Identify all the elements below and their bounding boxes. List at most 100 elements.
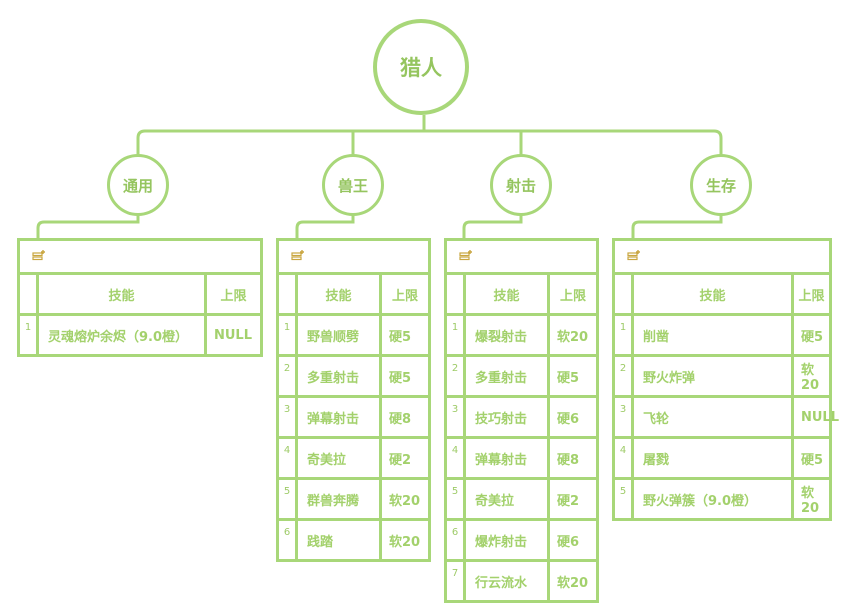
row-index: 2 bbox=[447, 355, 466, 398]
limit-cell: 硬5 bbox=[792, 314, 829, 357]
skill-cell: 技巧射击 bbox=[464, 396, 550, 439]
skill-cell: 爆裂射击 bbox=[464, 314, 550, 357]
limit-cell: 硬5 bbox=[380, 314, 428, 357]
limit-cell: 软20 bbox=[557, 575, 589, 591]
category-node-beast-mastery: 兽王 bbox=[322, 154, 384, 216]
skill-cell: 多重射击 bbox=[464, 355, 550, 398]
table-note-icon bbox=[32, 250, 45, 261]
skill-cell: 飞轮 bbox=[632, 396, 794, 439]
row-index: 3 bbox=[615, 396, 634, 439]
row-index: 5 bbox=[447, 478, 466, 521]
skill-cell: 弹幕射击 bbox=[464, 437, 550, 480]
table-header-row: 技能上限 bbox=[447, 275, 596, 316]
limit-cell: NULL bbox=[792, 396, 839, 439]
skill-cell: 奇美拉 bbox=[464, 478, 550, 521]
skill-cell: 野火炸弹 bbox=[632, 355, 794, 398]
skill-cell: 野兽顺劈 bbox=[296, 314, 382, 357]
table-header-bar bbox=[20, 241, 260, 275]
category-label: 兽王 bbox=[337, 176, 368, 195]
skill-cell: 爆炸射击 bbox=[464, 519, 550, 562]
table-header-bar bbox=[615, 241, 829, 275]
limit-cell: 硬6 bbox=[548, 396, 596, 439]
row-index: 1 bbox=[447, 314, 466, 357]
root-node: 猎人 bbox=[373, 19, 469, 115]
skill-cell: 灵魂熔炉余烬（9.0橙） bbox=[37, 314, 207, 354]
root-label: 猎人 bbox=[400, 56, 442, 80]
skill-cell: 野火弹簇（9.0橙） bbox=[632, 478, 794, 518]
row-index: 7 bbox=[447, 560, 466, 600]
category-label: 射击 bbox=[505, 176, 536, 195]
limit-cell: 软20 bbox=[801, 486, 820, 516]
table-note-icon bbox=[291, 250, 304, 261]
index-header-cell bbox=[279, 275, 298, 316]
skill-header-cell: 技能 bbox=[296, 275, 382, 316]
table-header-bar bbox=[447, 241, 596, 275]
limit-cell: NULL bbox=[214, 327, 253, 343]
limit-cell: 软20 bbox=[792, 355, 829, 398]
table-header-row: 技能上限 bbox=[279, 275, 428, 316]
row-index: 1 bbox=[20, 314, 39, 354]
category-node-survival: 生存 bbox=[690, 154, 752, 216]
skill-cell: 削凿 bbox=[632, 314, 794, 357]
limit-header-cell: 上限 bbox=[548, 275, 596, 316]
limit-cell: 硬5 bbox=[548, 355, 596, 398]
row-index: 6 bbox=[279, 519, 298, 559]
limit-cell: 硬2 bbox=[380, 437, 428, 480]
table-header-row: 技能上限 bbox=[615, 275, 829, 316]
skill-cell: 行云流水 bbox=[464, 560, 550, 600]
table-note-icon bbox=[459, 250, 472, 261]
row-index: 3 bbox=[279, 396, 298, 439]
skill-header-cell: 技能 bbox=[632, 275, 794, 316]
skill-cell: 群兽奔腾 bbox=[296, 478, 382, 521]
skill-header-cell: 技能 bbox=[37, 275, 207, 316]
skill-header-cell: 技能 bbox=[464, 275, 550, 316]
limit-header-cell: 上限 bbox=[380, 275, 428, 316]
limit-cell: 硬5 bbox=[380, 355, 428, 398]
index-header-cell bbox=[615, 275, 634, 316]
skill-cell: 奇美拉 bbox=[296, 437, 382, 480]
connector-lines bbox=[36, 115, 723, 240]
category-label: 生存 bbox=[705, 176, 736, 195]
limit-cell: 软20 bbox=[380, 478, 428, 521]
row-index: 1 bbox=[615, 314, 634, 357]
row-index: 3 bbox=[447, 396, 466, 439]
limit-cell: 硬5 bbox=[792, 437, 829, 480]
row-index: 4 bbox=[447, 437, 466, 480]
limit-cell: 硬8 bbox=[380, 396, 428, 439]
row-index: 2 bbox=[615, 355, 634, 398]
limit-cell: 软20 bbox=[548, 314, 596, 357]
row-index: 2 bbox=[279, 355, 298, 398]
table-header-row: 技能上限 bbox=[20, 275, 260, 316]
index-header-cell bbox=[447, 275, 466, 316]
index-header-cell bbox=[20, 275, 39, 316]
limit-cell: 软20 bbox=[389, 534, 421, 550]
row-index: 4 bbox=[615, 437, 634, 480]
row-index: 1 bbox=[279, 314, 298, 357]
category-node-general: 通用 bbox=[107, 154, 169, 216]
limit-cell: 硬6 bbox=[548, 519, 596, 562]
category-label: 通用 bbox=[122, 176, 153, 195]
table-header-bar bbox=[279, 241, 428, 275]
